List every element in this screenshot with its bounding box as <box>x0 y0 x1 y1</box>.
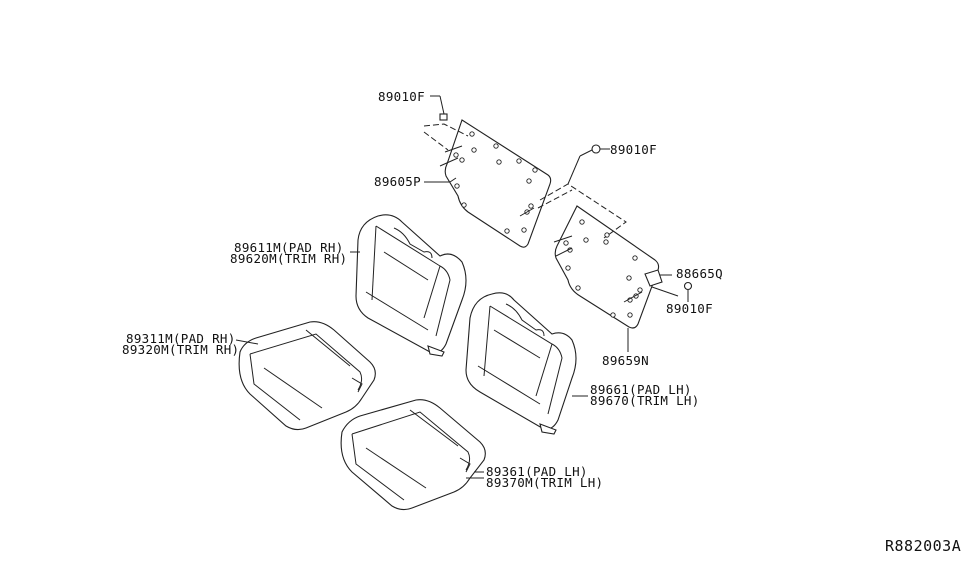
label-89659n: 89659N <box>602 353 649 368</box>
label-89010f-mid: 89010F <box>610 142 657 157</box>
label-89010f-top: 89010F <box>378 89 425 104</box>
label-89010f-bottom: 89010F <box>666 301 713 316</box>
seat-cushion-rh <box>235 321 376 431</box>
seat-back-lh <box>465 292 588 435</box>
clip-89010f-bottom <box>683 281 693 302</box>
seat-back-rh <box>350 214 467 357</box>
label-cushion-rh-trim: 89320M(TRIM RH) <box>122 342 240 357</box>
label-88665q: 88665Q <box>676 266 723 281</box>
rear-panel-rh <box>439 119 552 248</box>
label-back-rh-trim: 89620M(TRIM RH) <box>230 251 348 266</box>
label-back-lh-trim: 89670(TRIM LH) <box>590 393 700 408</box>
label-back-lh-pad: 89661(PAD LH) <box>590 382 692 397</box>
seat-cushion-lh <box>340 399 486 511</box>
rear-panel-lh <box>553 205 660 352</box>
label-back-rh-pad: 89611M(PAD RH) <box>234 240 344 255</box>
clip-89010f-mid <box>591 144 610 154</box>
label-cushion-lh-trim: 89370M(TRIM LH) <box>486 475 604 490</box>
reference-code: R882003A <box>885 537 962 555</box>
label-cushion-rh-pad: 89311M(PAD RH) <box>126 331 236 346</box>
clip-89010f-top <box>423 95 469 151</box>
label-89605p: 89605P <box>374 174 421 189</box>
label-cushion-lh-pad: 89361(PAD LH) <box>486 464 588 479</box>
part-88665q <box>644 269 679 297</box>
